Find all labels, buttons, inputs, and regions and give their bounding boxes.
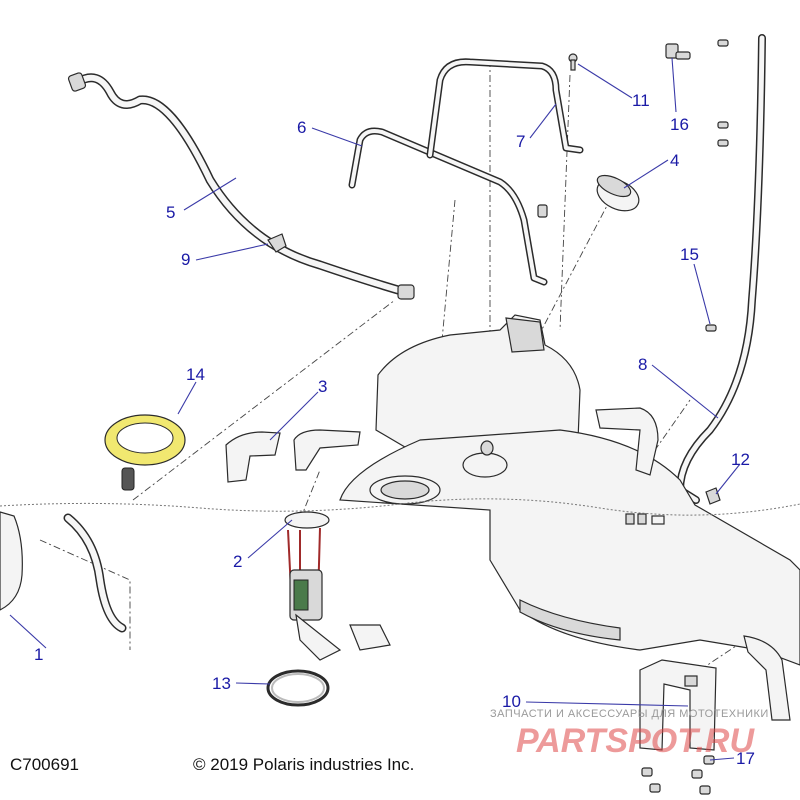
copyright: © 2019 Polaris industries Inc. xyxy=(193,755,414,774)
part-13-seal xyxy=(266,669,330,707)
part-6-strap xyxy=(348,127,548,286)
part-2-fuel-pump xyxy=(284,511,391,661)
watermark: ЗАПЧАСТИ И АКСЕССУАРЫ ДЛЯ МОТОТЕХНИКИ PA… xyxy=(490,708,769,760)
callout-11: 11 xyxy=(632,91,650,110)
watermark-brand: PARTSPOT.RU xyxy=(516,722,755,760)
part-10-bracket xyxy=(639,659,717,751)
callout-12: 12 xyxy=(731,450,750,469)
callout-4: 4 xyxy=(670,151,679,170)
part-17-bolts xyxy=(641,755,715,795)
callout-16: 16 xyxy=(670,115,689,134)
part-8-long-hose xyxy=(676,34,766,504)
part-4-filler-cap xyxy=(596,174,640,212)
section-break-line xyxy=(0,498,800,516)
callout-labels: 1 2 3 4 5 6 7 8 9 10 11 12 13 14 15 16 1… xyxy=(34,91,755,768)
callout-7: 7 xyxy=(516,132,525,151)
callout-3: 3 xyxy=(318,377,327,396)
callout-2: 2 xyxy=(233,552,242,571)
callout-14: 14 xyxy=(186,365,205,384)
callout-15: 15 xyxy=(680,245,699,264)
callout-10: 10 xyxy=(502,692,521,711)
part-9-clip xyxy=(267,233,287,253)
part-14-lock-ring xyxy=(104,414,186,491)
part-7-strap xyxy=(426,58,584,159)
callout-9: 9 xyxy=(181,250,190,269)
callout-8: 8 xyxy=(638,355,647,374)
watermark-tagline: ЗАПЧАСТИ И АКСЕССУАРЫ ДЛЯ МОТОТЕХНИКИ xyxy=(490,708,769,720)
part-12-clamp xyxy=(705,487,721,505)
callout-5: 5 xyxy=(166,203,175,222)
part-11-bolt xyxy=(568,53,578,71)
diagram-id: C700691 xyxy=(10,755,79,774)
part-1-tank-section xyxy=(0,511,127,633)
callout-17: 17 xyxy=(736,749,755,768)
part-15-screws xyxy=(537,39,729,332)
part-16-fitting xyxy=(665,43,691,60)
fuel-tank xyxy=(339,314,800,666)
callout-1: 1 xyxy=(34,645,43,664)
callout-6: 6 xyxy=(297,118,306,137)
leader-lines xyxy=(9,57,741,761)
part-3-pads xyxy=(225,407,791,721)
callout-13: 13 xyxy=(212,674,231,693)
part-5-vent-hose xyxy=(67,72,415,300)
